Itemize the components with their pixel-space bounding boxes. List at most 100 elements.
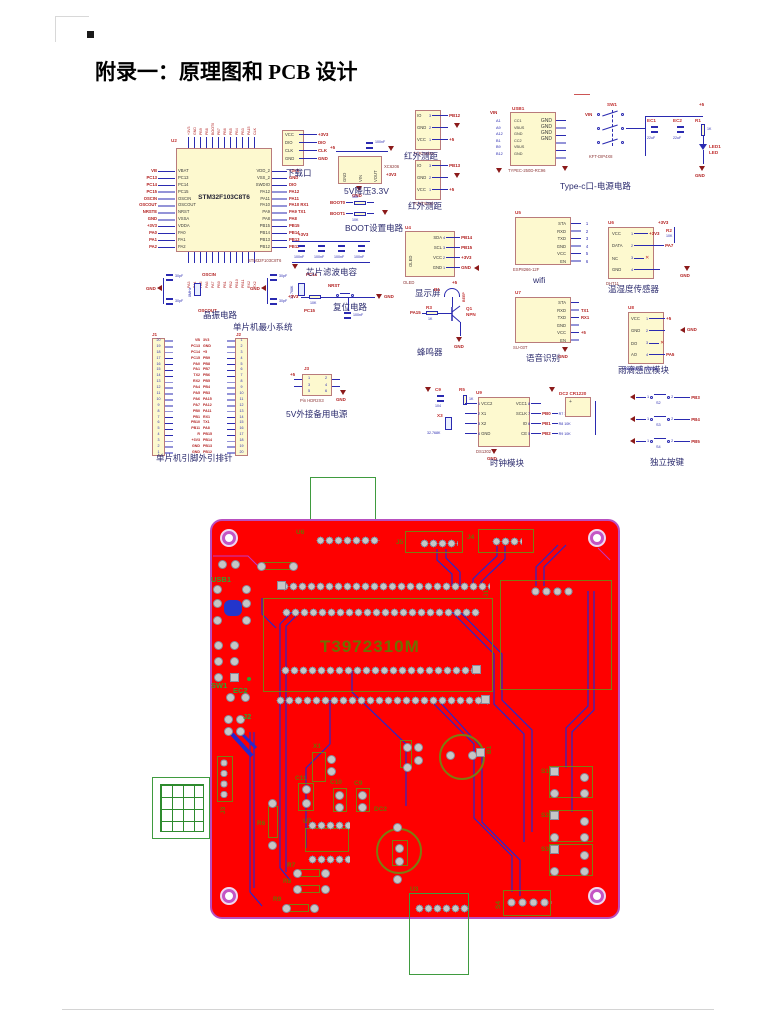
switch-gang-line	[612, 110, 613, 146]
pin-number: 1	[429, 137, 432, 142]
list-item-label: PA12	[289, 188, 300, 194]
pin-label: SDA	[433, 235, 442, 240]
caption-reset: 复位电路	[333, 302, 368, 312]
gnd-symbol	[425, 387, 431, 392]
usb-connector-body	[224, 600, 242, 616]
gnd-label: GND	[454, 344, 464, 349]
pad-row-s4	[506, 897, 552, 908]
caption-ir1: 红外测距	[404, 151, 439, 161]
list-item-label: RXD	[557, 307, 566, 313]
square-pad	[473, 666, 480, 673]
mcu-top-pin-stubs	[188, 137, 260, 148]
wire	[636, 440, 646, 442]
wire	[299, 150, 317, 151]
list-item-label: 2	[157, 444, 160, 449]
cap-value: 30pF	[279, 274, 288, 278]
silkscreen-battery-clip	[392, 840, 408, 866]
wire	[636, 396, 646, 398]
silkscreen-outline-main	[263, 598, 493, 692]
list-item-label: 8	[240, 379, 243, 384]
wire	[292, 262, 370, 263]
list-item-label: GND	[556, 322, 566, 328]
pin-label: IO	[522, 421, 527, 426]
list-item-label: GND	[203, 343, 211, 348]
caption-keys: 独立按键	[650, 457, 685, 467]
pad	[336, 804, 343, 811]
pad-row-mcu-top	[282, 607, 480, 618]
caption-backup: 5V外接备用电源	[286, 409, 348, 419]
regulator-footprint: XC6206	[384, 164, 400, 169]
crystal-symbol	[445, 417, 452, 430]
wire	[348, 298, 349, 311]
list-item-label: PA11	[203, 408, 212, 413]
cap-value: 22uF	[647, 136, 656, 140]
pad	[581, 834, 588, 841]
button-terminal	[650, 417, 654, 421]
pin-number: 2	[478, 411, 481, 416]
list-item-label: 16	[156, 361, 161, 366]
wire	[595, 401, 596, 435]
pad	[581, 868, 588, 875]
list-item-label: VBAT	[178, 168, 189, 173]
mcu-ref: U2	[171, 138, 177, 143]
net-label: PB2	[542, 431, 551, 436]
square-pad	[231, 674, 238, 681]
net-label: PB5	[691, 438, 700, 444]
led-symbol	[699, 144, 707, 150]
pad-row-j5	[420, 538, 458, 549]
pad	[231, 658, 238, 665]
list-item-label: A12	[496, 132, 503, 136]
pad	[269, 800, 276, 807]
connector-body	[302, 374, 332, 396]
gnd-symbol	[630, 438, 635, 444]
list-item-label: RX1	[203, 414, 210, 419]
wire	[432, 115, 449, 116]
paragraph-anchor-square	[87, 31, 94, 38]
button-ref: S3	[656, 423, 661, 427]
wire	[346, 202, 354, 203]
led-value: LED	[709, 150, 719, 155]
power-label: +3V3	[298, 232, 309, 237]
pad	[551, 834, 558, 841]
pin-label: GND	[432, 265, 442, 270]
button-ref: S4	[656, 445, 661, 449]
wire	[432, 127, 449, 128]
list-item-label: 5	[585, 251, 589, 256]
list-item-label: PA12	[260, 188, 270, 194]
header-left-wires	[165, 338, 173, 456]
pad	[214, 617, 221, 624]
list-item-label: 6	[585, 258, 589, 264]
pin-label: VCC	[612, 231, 621, 236]
list-item-label: GND	[147, 216, 157, 222]
wire	[452, 297, 453, 307]
cap-value: 30pF	[175, 299, 184, 303]
cap-value: 100nF	[375, 140, 386, 144]
list-item-label: PA0	[193, 361, 200, 366]
cap-value: 100nF	[334, 255, 345, 259]
list-item-label: PA2	[149, 243, 157, 249]
res-label: R8 10K	[558, 421, 571, 426]
pin-label: SCLK	[516, 411, 527, 416]
list-item-label: 14	[239, 414, 244, 419]
net-label: CLK	[318, 148, 328, 153]
rain-ref: U8	[628, 305, 634, 310]
list-item-label: 6	[240, 367, 243, 372]
capacitor-symbol	[318, 245, 325, 252]
silkscreen-buzzer-circle	[439, 734, 485, 780]
gnd-symbol	[562, 166, 568, 171]
pad	[581, 774, 588, 781]
res-ref: R5	[459, 387, 465, 392]
list-item-label: GND	[540, 130, 552, 136]
pin-label: VCC	[417, 137, 426, 142]
pad	[322, 886, 329, 893]
list-item-label: 1	[307, 376, 311, 380]
pin-number: 2	[443, 255, 446, 260]
res-ref: R3	[426, 305, 432, 310]
gnd-symbol	[680, 327, 685, 333]
pin-number: 4	[631, 267, 634, 272]
pad-row-u6	[316, 535, 380, 546]
wire	[551, 413, 558, 414]
switch-footprint: KFT-DIP4X8	[589, 154, 613, 159]
